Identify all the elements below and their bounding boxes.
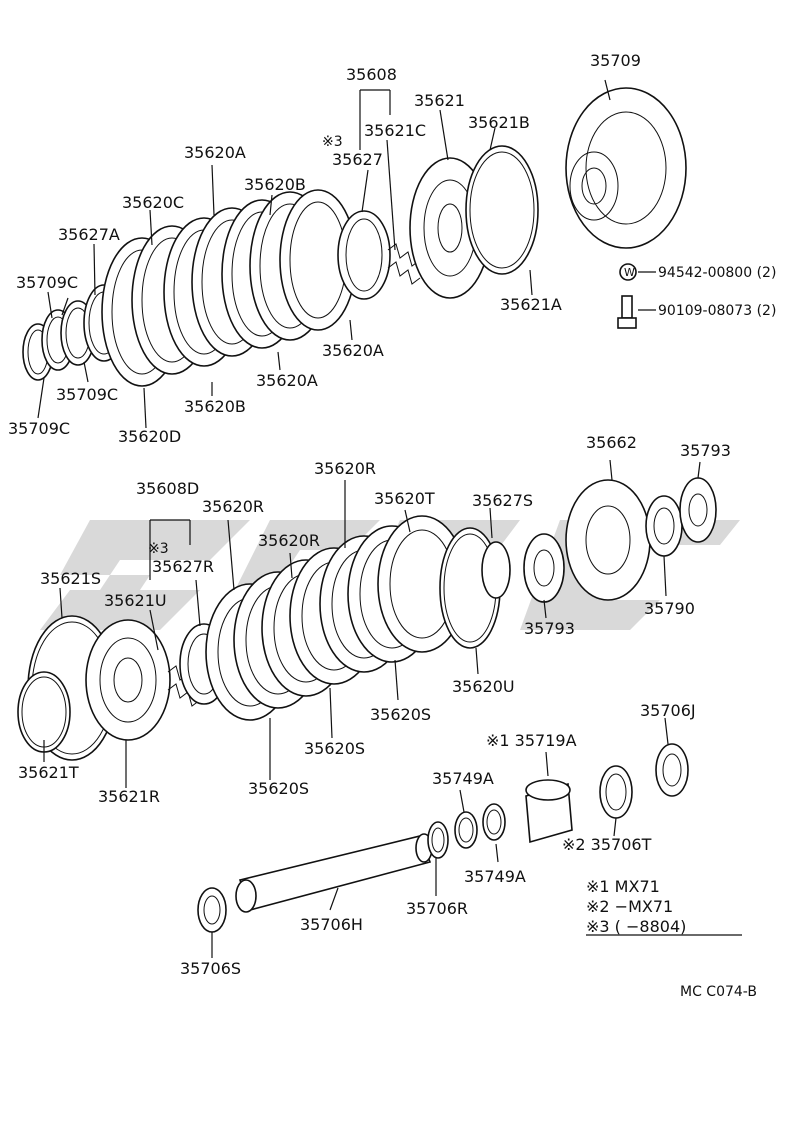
label-35627s: 35627S: [472, 491, 533, 510]
label-35620r-2: 35620R: [314, 459, 376, 478]
label-35793-top: 35793: [680, 441, 731, 460]
label-35608d: 35608D: [136, 479, 199, 498]
label-35706s: 35706S: [180, 959, 241, 978]
label-35749a-2: 35749A: [464, 867, 526, 886]
label-35709c-2: 35709C: [56, 385, 118, 404]
bottom-leader-lines: [43, 459, 742, 958]
washer-symbol-label: W: [624, 266, 635, 279]
legend-line-1: ※1 MX71: [586, 877, 660, 896]
top-leader-lines: [37, 79, 656, 429]
snap-ring-35627s: [481, 541, 511, 599]
hub-35662: [565, 479, 651, 601]
ring-35627: [337, 210, 391, 300]
legend-line-2: ※2 −MX71: [586, 897, 673, 916]
thrust-washer-35793-1: [523, 533, 565, 603]
label-35621c: 35621C: [364, 121, 426, 140]
label-90109: 90109-08073 (2): [658, 303, 776, 319]
label-35627r: 35627R: [152, 557, 214, 576]
bolt-90109: [617, 295, 637, 329]
label-35621r: 35621R: [98, 787, 160, 806]
label-35620s-3: 35620S: [248, 779, 309, 798]
ring-35749a-2: [482, 803, 506, 841]
label-35620a-mid: 35620A: [256, 371, 318, 390]
label-35620u: 35620U: [452, 677, 515, 696]
label-35706h: 35706H: [300, 915, 363, 934]
label-35621: 35621: [414, 91, 465, 110]
legend-line-3: ※3 ( −8804): [586, 917, 686, 936]
label-35706r: 35706R: [406, 899, 468, 918]
label-35709: 35709: [590, 51, 641, 70]
thrust-washer-35793-2: [679, 477, 717, 543]
label-mark3-mid: ※3: [148, 541, 169, 557]
ring-35706r: [427, 821, 449, 859]
label-35706t: ※2 35706T: [562, 835, 652, 854]
label-35627: 35627: [332, 150, 383, 169]
drawing-code: MC C074-B: [680, 984, 757, 1000]
label-35621b: 35621B: [468, 113, 530, 132]
label-35709c-1: 35709C: [16, 273, 78, 292]
label-35620b-bot: 35620B: [184, 397, 246, 416]
label-35621s: 35621S: [40, 569, 101, 588]
label-35620r-3: 35620R: [258, 531, 320, 550]
label-35662: 35662: [586, 433, 637, 452]
washer-94542: W: [619, 263, 637, 281]
ring-35749a-1: [454, 811, 478, 849]
label-35621u: 35621U: [104, 591, 167, 610]
label-mark3-top: ※3: [322, 134, 343, 150]
label-35621t: 35621T: [18, 763, 79, 782]
legend: ※1 MX71 ※2 −MX71 ※3 ( −8804): [586, 877, 686, 936]
label-35620c: 35620C: [122, 193, 184, 212]
clutch-drum-35709: [565, 87, 687, 249]
bearing-35790: [645, 495, 683, 557]
label-35620a-top: 35620A: [184, 143, 246, 162]
label-35620b-top: 35620B: [244, 175, 306, 194]
label-35749a-1: 35749A: [432, 769, 494, 788]
part-labels: 35608 35709 35621 35621B 35621C ※3 35627…: [8, 51, 776, 978]
label-35793-mid: 35793: [524, 619, 575, 638]
ring-35706t: [599, 765, 633, 819]
label-35620d: 35620D: [118, 427, 181, 446]
bearing-35706j: [655, 743, 689, 797]
label-35620s-1: 35620S: [370, 705, 431, 724]
label-35608: 35608: [346, 65, 397, 84]
label-94542: 94542-00800 (2): [658, 265, 776, 281]
label-35627a: 35627A: [58, 225, 120, 244]
piston-35621r: [85, 619, 171, 741]
label-35719a: ※1 35719A: [486, 731, 577, 750]
label-35621a: 35621A: [500, 295, 562, 314]
label-35620s-2: 35620S: [304, 739, 365, 758]
label-35709c-3: 35709C: [8, 419, 70, 438]
label-35620a-low: 35620A: [322, 341, 384, 360]
label-35706j: 35706J: [640, 701, 696, 720]
label-35620t: 35620T: [374, 489, 435, 508]
gear-35719a: [525, 779, 573, 844]
label-35790: 35790: [644, 599, 695, 618]
label-35620r-1: 35620R: [202, 497, 264, 516]
washer-35706s: [197, 887, 227, 933]
oring-35621b: [465, 145, 539, 275]
